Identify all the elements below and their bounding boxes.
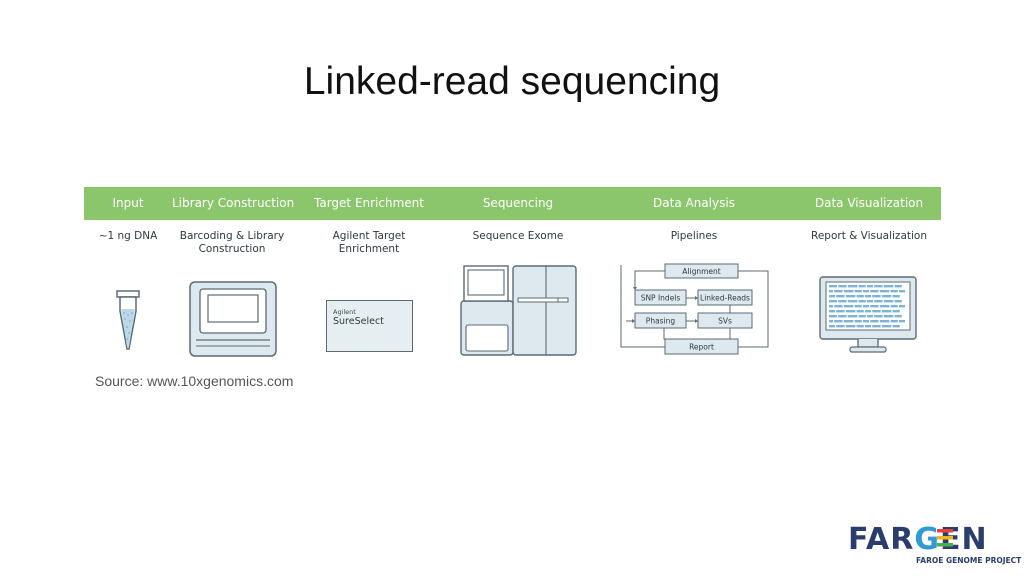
chromium-controller-icon [189,281,277,357]
workflow-diagram: Input Library Construction Target Enrich… [84,187,941,367]
pipeline-flow-diagram: Alignment SNP Indels Linked-Reads Phasin… [620,263,769,355]
stage-header-bar [84,187,941,220]
stage-sub-input: ~1 ng DNA [98,230,158,242]
pipeline-report: Report [689,343,714,352]
svg-text:FARGEN: FARGEN [848,522,988,556]
page-title: Linked-read sequencing [303,60,721,103]
logo-tagline: FAROE GENOME PROJECT [916,556,1022,565]
stage-header-visualization: Data Visualization [814,196,924,210]
stage-header-enrichment: Target Enrichment [314,196,424,210]
fargen-logo-mark: FARGEN [848,522,988,557]
stage-sub-visualization: Report & Visualization [811,230,927,242]
source-citation: Source: www.10xgenomics.com [95,373,294,389]
fargen-logo: FARGEN FAROE GENOME PROJECT [848,520,1022,570]
stage-header-library: Library Construction [172,196,295,210]
kit-brand: Agilent [333,308,356,316]
sequencer-icon [460,265,577,356]
kit-name: SureSelect [333,316,384,327]
stage-header-analysis: Data Analysis [653,196,735,210]
pipeline-alignment: Alignment [682,267,720,276]
stage-header-input: Input [112,196,144,210]
dna-tube-icon [116,290,140,350]
pipeline-svs: SVs [718,317,732,326]
stage-sub-library: Barcoding & Library Construction [179,230,285,255]
pipeline-phasing: Phasing [646,317,676,326]
pipeline-snp-indels: SNP Indels [641,294,681,303]
stage-header-sequencing: Sequencing [482,196,554,210]
sureselect-kit-box: Agilent SureSelect [326,300,413,352]
monitor-icon [819,276,917,353]
stage-sub-analysis: Pipelines [670,230,718,242]
stage-sub-sequencing: Sequence Exome [472,230,564,242]
pipeline-linked-reads: Linked-Reads [700,294,750,303]
stage-sub-enrichment: Agilent Target Enrichment [332,230,406,255]
